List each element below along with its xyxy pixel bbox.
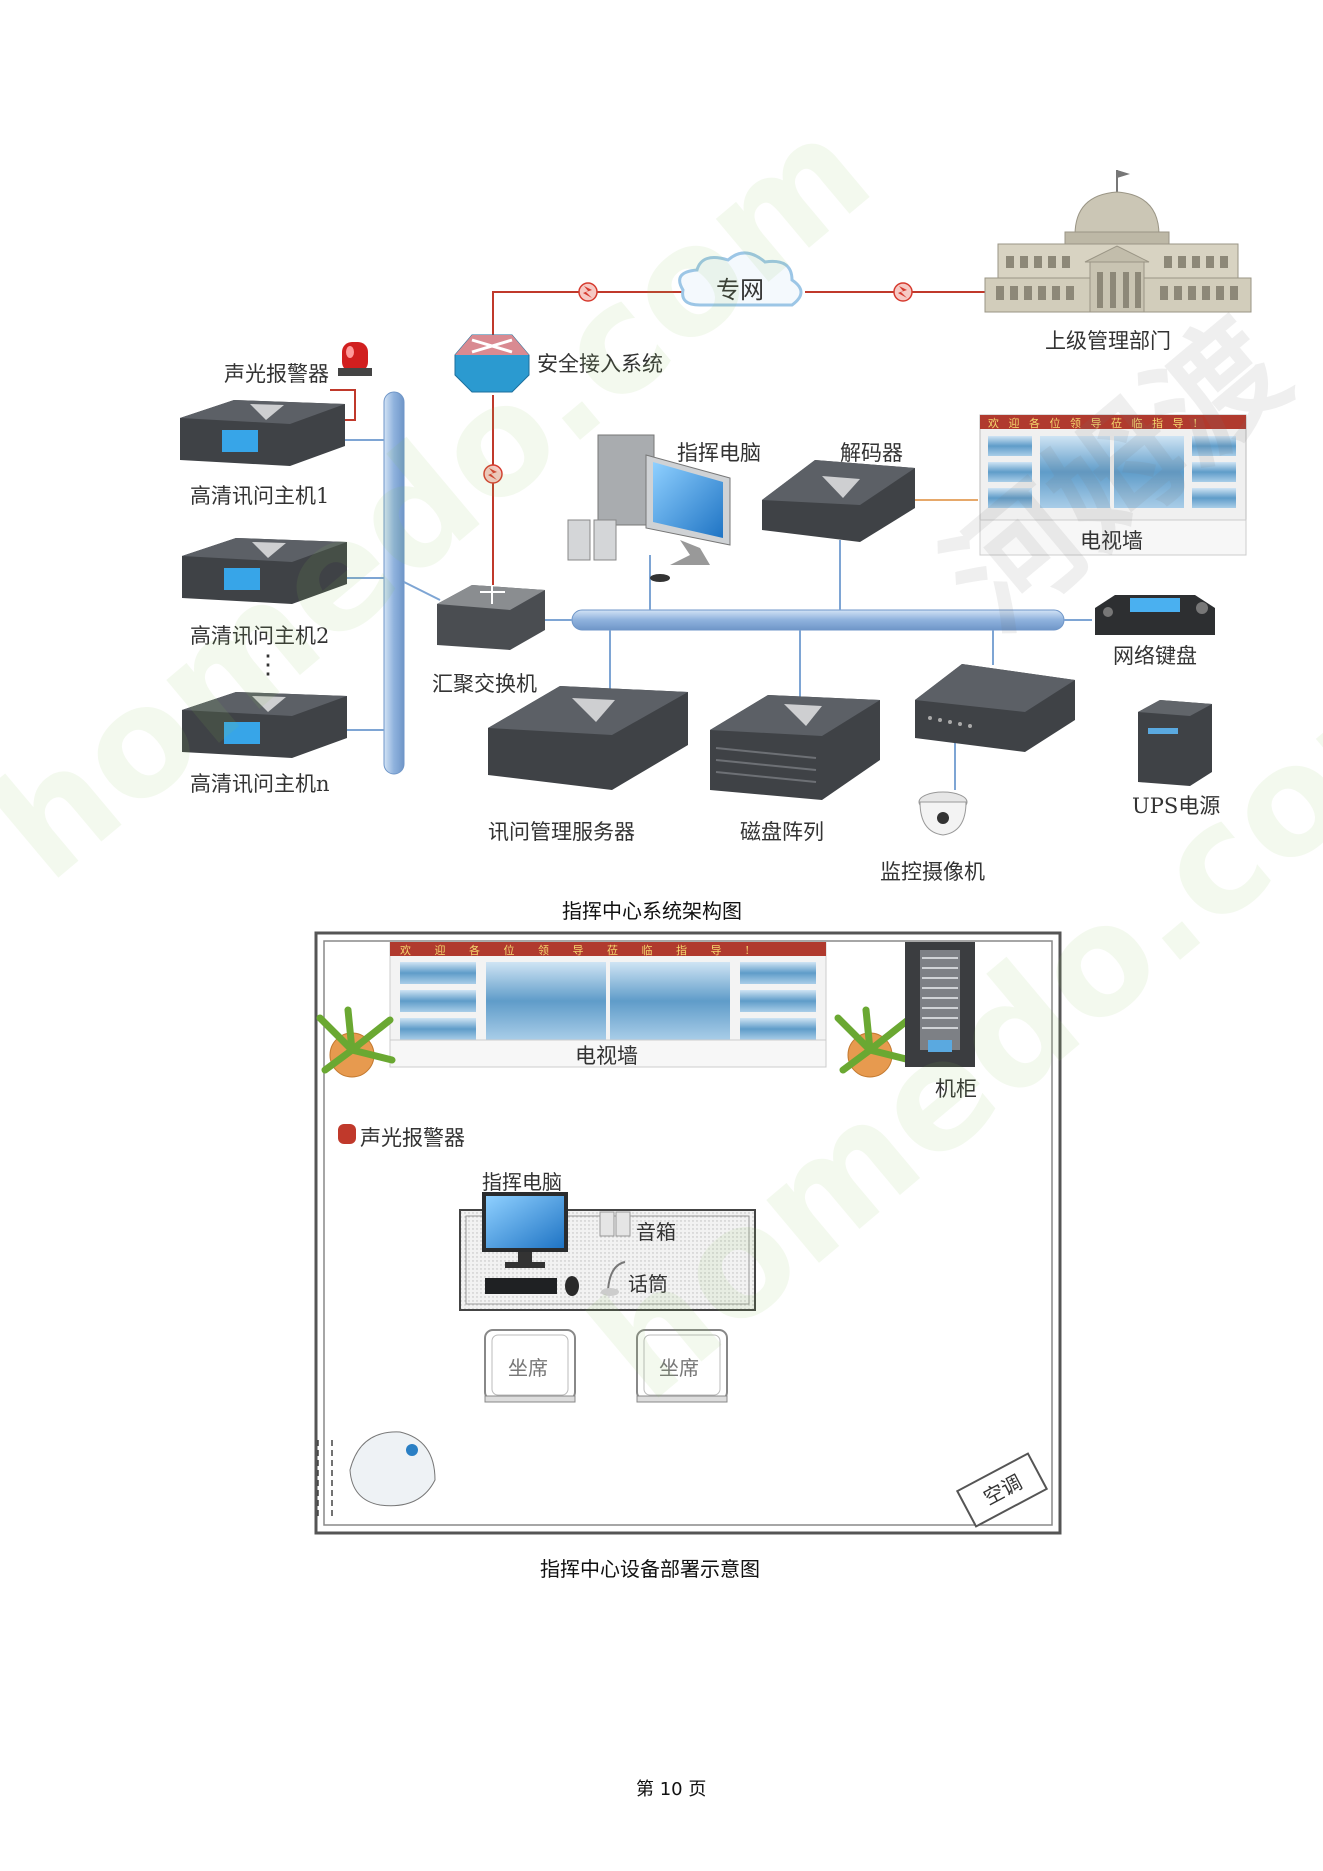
host-dots-label: ⋮ (255, 650, 281, 680)
cabinet-label: 机柜 (935, 1077, 977, 1101)
microphone-label: 话筒 (628, 1272, 668, 1296)
layout-command-pc-label: 指挥电脑 (482, 1170, 562, 1194)
security-access-label: 安全接入系统 (537, 352, 663, 376)
lightning-icon (483, 282, 913, 484)
command-pc-label: 指挥电脑 (677, 441, 761, 465)
host2-label: 高清讯问主机2 (190, 624, 330, 648)
ups-label: UPS电源 (1132, 794, 1221, 818)
host-device-icon (182, 692, 347, 758)
government-building-icon (984, 170, 1252, 313)
interrogation-server-label: 讯问管理服务器 (488, 820, 635, 844)
decoder-device-icon (762, 460, 915, 542)
alarm-label: 声光报警器 (224, 362, 329, 386)
layout-tv-wall-label: 电视墙 (575, 1044, 638, 1068)
server-device-icon (488, 686, 688, 790)
tv-wall-label: 电视墙 (1080, 529, 1143, 553)
desktop-computer-icon (567, 434, 731, 582)
red-link-lines (330, 291, 985, 585)
switch-icon (437, 585, 545, 650)
superior-dept-label: 上级管理部门 (1045, 329, 1171, 353)
ups-icon (1138, 700, 1212, 786)
camera-icon (918, 791, 968, 836)
tv-wall-banner: 欢 迎 各 位 领 导 莅 临 指 导 ! (988, 417, 1201, 430)
private-network-cloud-icon (678, 251, 803, 307)
camera-label: 监控摄像机 (880, 860, 985, 884)
main-horizontal-bus (571, 609, 1065, 631)
left-vertical-bus (383, 391, 405, 775)
disk-array-label: 磁盘阵列 (740, 820, 824, 844)
architecture-caption: 指挥中心系统架构图 (562, 899, 742, 923)
layout-alarm-label: 声光报警器 (360, 1126, 465, 1150)
host1-label: 高清讯问主机1 (190, 484, 330, 508)
private-network-label: 专网 (716, 276, 764, 304)
seat2-label: 坐席 (659, 1356, 699, 1380)
disk-array-icon (710, 695, 880, 800)
net-keyboard-label: 网络键盘 (1113, 644, 1197, 668)
layout-caption: 指挥中心设备部署示意图 (540, 1557, 760, 1581)
tv-wall-icon (979, 414, 1247, 556)
host-device-icon (180, 400, 345, 466)
hostn-label: 高清讯问主机n (190, 772, 330, 796)
decoder-label: 解码器 (840, 441, 903, 465)
agg-switch-label: 汇聚交换机 (432, 672, 537, 696)
layout-tv-wall-banner: 欢 迎 各 位 领 导 莅 临 指 导 ! (400, 944, 760, 957)
speaker-label: 音箱 (636, 1220, 676, 1244)
page-number: 第 10 页 (636, 1779, 707, 1800)
security-router-icon (454, 334, 530, 393)
alarm-light-icon (338, 342, 372, 376)
keyboard-controller-icon (1095, 595, 1215, 635)
seat1-label: 坐席 (508, 1356, 548, 1380)
host-device-icon (182, 538, 347, 604)
nvr-device-icon (915, 664, 1075, 752)
